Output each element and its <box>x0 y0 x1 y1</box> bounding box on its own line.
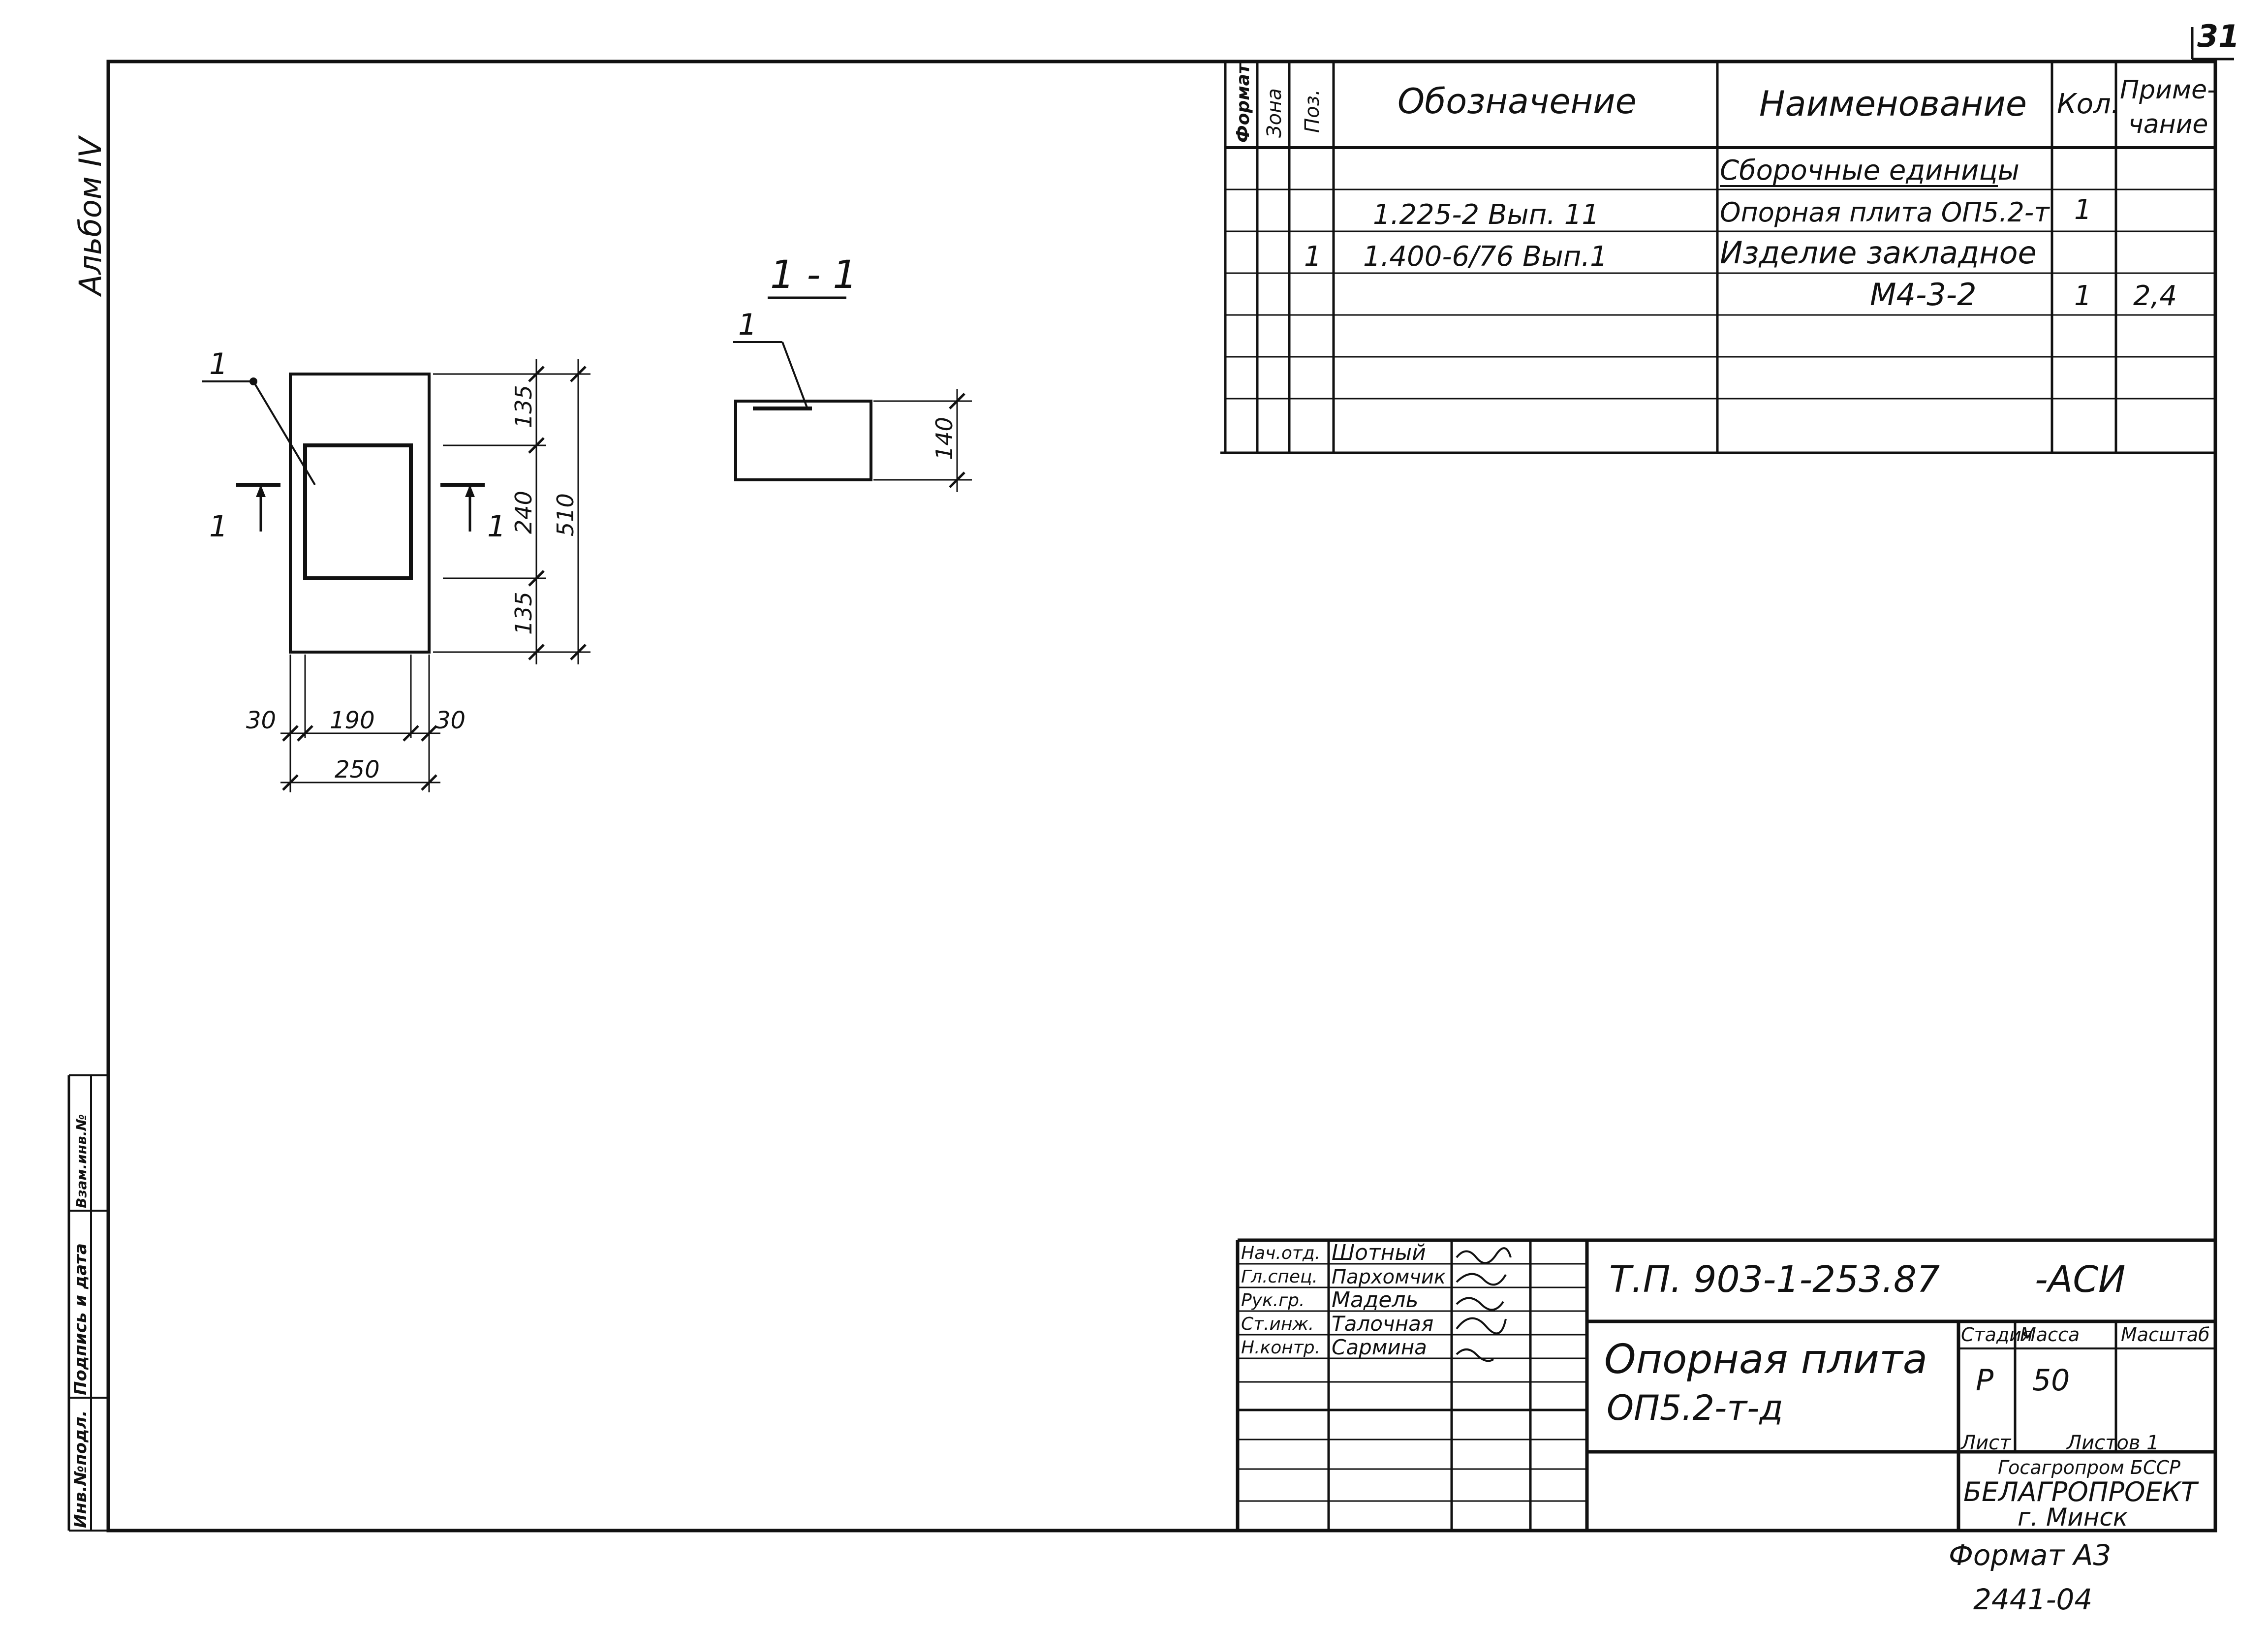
header-zone: Зона <box>1263 88 1286 138</box>
section-view: 1 - 1 1 140 <box>733 253 972 492</box>
stage-label: Стадия <box>1961 1324 2033 1346</box>
plan-pos-marker: 1 <box>209 347 228 381</box>
name-4: Талочная <box>1332 1312 1433 1336</box>
section-header: Сборочные единицы <box>1720 155 2019 187</box>
drawing-title-2: ОП5.2-т-д <box>1607 1388 1783 1428</box>
plan-view: 1 1 1 135 240 135 510 <box>202 347 590 792</box>
row3-qty: 1 <box>2074 280 2092 312</box>
row2-name: Изделие закладное <box>1720 235 2037 271</box>
dim-30-left: 30 <box>246 707 276 734</box>
album-label: Альбом IV <box>72 134 108 297</box>
mass-label: Масса <box>2020 1324 2080 1346</box>
row1-name: Опорная плита ОП5.2-т <box>1720 197 2050 228</box>
stamp-inventory-label: Инв.№подл. <box>71 1410 91 1528</box>
header-note-1: Приме- <box>2120 75 2216 105</box>
page-number: 31 <box>2197 18 2239 54</box>
drawing-title-1: Опорная плита <box>1604 1336 1927 1383</box>
dim-30-right: 30 <box>435 707 466 734</box>
header-note-2: чание <box>2128 110 2208 139</box>
dim-250: 250 <box>335 756 380 783</box>
dim-510: 510 <box>552 493 579 536</box>
sheet-label: Лист <box>1960 1432 2012 1454</box>
name-1: Шотный <box>1332 1240 1426 1265</box>
dim-190: 190 <box>330 707 375 734</box>
mass-value: 50 <box>2032 1363 2070 1398</box>
header-qty: Кол. <box>2057 88 2120 120</box>
row2-pos: 1 <box>1304 241 1322 273</box>
doc-suffix: -АСИ <box>2035 1258 2125 1301</box>
row3-note: 2,4 <box>2133 280 2177 312</box>
page-number-block: 31 <box>2191 18 2239 61</box>
row1-designation: 1.225-2 Вып. 11 <box>1373 199 1599 231</box>
left-approval-stamp: Инв.№подл. Подпись и дата Взам.инв.№ <box>67 1074 108 1532</box>
stamp-replacement-label: Взам.инв.№ <box>73 1114 90 1208</box>
dim-240: 240 <box>510 491 537 534</box>
stamp-signature-label: Подпись и дата <box>71 1243 91 1395</box>
archive-number: 2441-04 <box>1973 1583 2092 1616</box>
section-mark-left: 1 <box>209 509 228 544</box>
drawing-frame <box>106 60 2217 1533</box>
org-line-2: БЕЛАГРОПРОЕКТ <box>1963 1476 2199 1507</box>
role-3: Рук.гр. <box>1241 1290 1305 1311</box>
dim-135-bottom: 135 <box>510 592 537 635</box>
org-line-1: Госагропром БССР <box>1998 1457 2180 1478</box>
section-title: 1 - 1 <box>770 253 857 297</box>
header-pos: Поз. <box>1301 89 1324 133</box>
section-mark-right: 1 <box>487 509 506 544</box>
header-name: Наименование <box>1759 84 2027 124</box>
name-3: Мадель <box>1332 1287 1418 1313</box>
row2-designation: 1.400-6/76 Вып.1 <box>1363 241 1608 273</box>
header-format: Формат <box>1233 63 1253 143</box>
row1-qty: 1 <box>2074 194 2092 226</box>
header-designation: Обозначение <box>1398 81 1637 122</box>
dim-140: 140 <box>931 417 958 460</box>
row3-name: М4-3-2 <box>1870 277 1977 313</box>
role-2: Гл.спец. <box>1241 1267 1318 1287</box>
role-1: Нач.отд. <box>1241 1243 1320 1263</box>
org-line-3: г. Минск <box>2018 1503 2128 1532</box>
spec-table: Формат Зона Поз. Обозначение Наименовани… <box>1220 62 2216 454</box>
signatures <box>1456 1247 1512 1362</box>
sheets-label: Листов 1 <box>2066 1432 2159 1454</box>
doc-code: Т.П. 903-1-253.87 <box>1609 1258 1940 1301</box>
title-block: Нач.отд. Гл.спец. Рук.гр. Ст.инж. Н.конт… <box>1236 1238 2215 1532</box>
dim-135-top: 135 <box>510 385 537 428</box>
name-5: Сармина <box>1332 1335 1427 1359</box>
stage-value: Р <box>1976 1363 1994 1398</box>
name-2: Пархомчик <box>1332 1266 1446 1288</box>
scale-label: Масштаб <box>2121 1324 2210 1346</box>
role-4: Ст.инж. <box>1241 1314 1314 1334</box>
role-5: Н.контр. <box>1241 1338 1320 1358</box>
format-label: Формат А3 <box>1949 1538 2111 1572</box>
section-pos-marker: 1 <box>738 308 757 342</box>
